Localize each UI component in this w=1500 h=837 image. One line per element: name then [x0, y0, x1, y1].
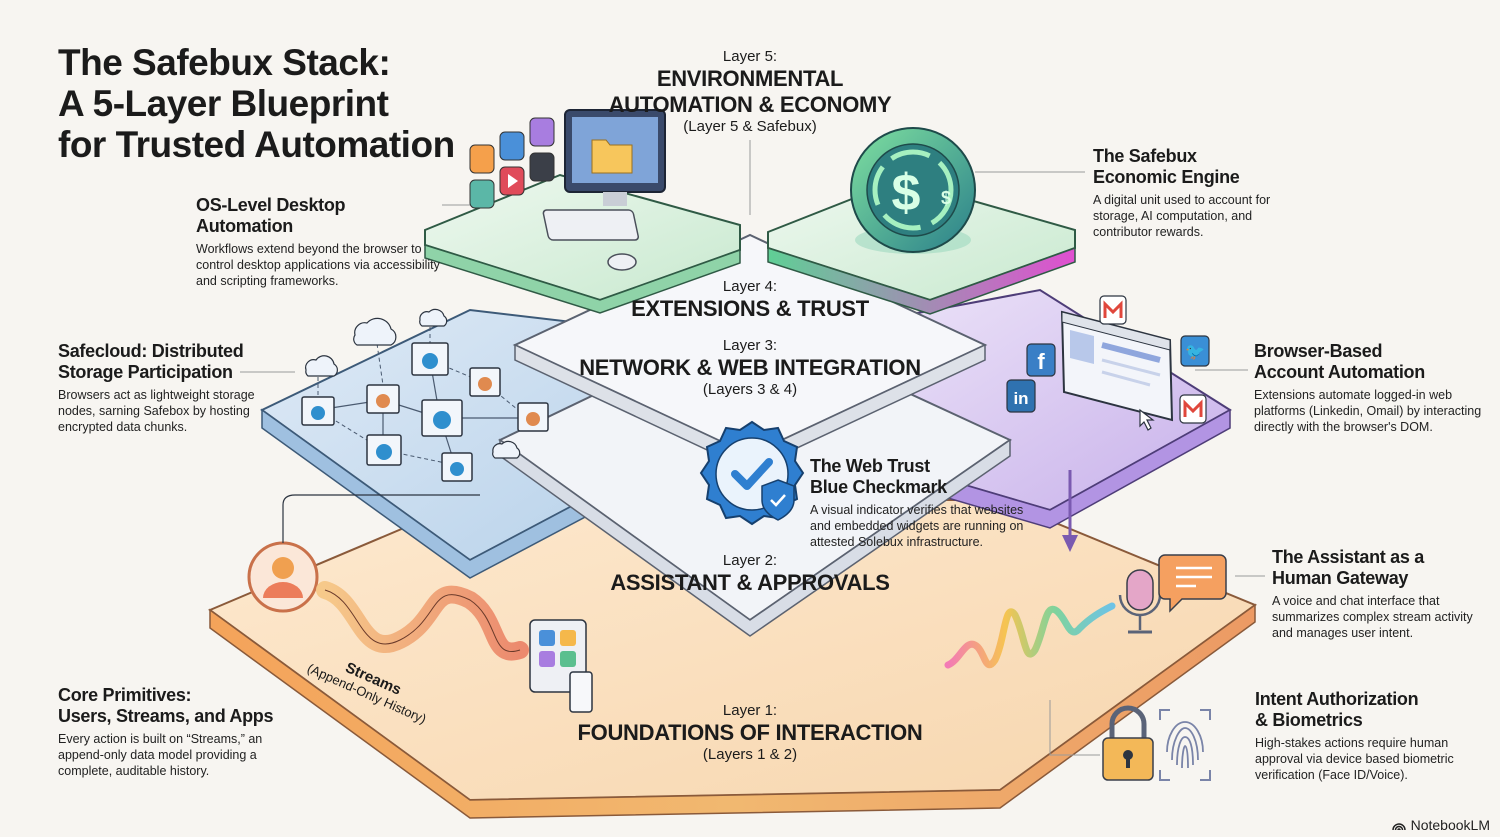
callout-heading-line2: Human Gateway — [1272, 568, 1409, 588]
storage-node-network — [301, 308, 549, 482]
layer1-number: Layer 1: — [722, 702, 778, 719]
safebux-coin-icon: $ $ — [850, 127, 976, 254]
callout-heading: OS-Level Desktop Automation — [196, 195, 346, 236]
fingerprint-icon — [1159, 709, 1211, 781]
callout-heading-line1: The Assistant as a — [1272, 547, 1424, 567]
layer4-name: EXTENSIONS & TRUST — [631, 296, 869, 321]
web-trust-checkmark-icon — [699, 420, 805, 526]
callout-heading-line1: Core Primitives: — [58, 685, 192, 705]
callout-body: Extensions automate logged-in web platfo… — [1254, 388, 1482, 434]
gmail-icon — [1099, 295, 1127, 325]
linkedin-icon: in — [1006, 379, 1036, 413]
twitter-icon: 🐦 — [1180, 335, 1210, 367]
layer3-subtitle: (Layers 3 & 4) — [702, 381, 798, 398]
svg-text:$: $ — [941, 188, 951, 208]
callout-body: Every action is built on “Streams,” an a… — [58, 732, 263, 778]
layer2-number: Layer 2: — [722, 552, 778, 569]
callout-intent-auth: Intent Authorization& Biometrics High-st… — [1255, 689, 1485, 783]
callout-heading-line2: Storage Participation — [58, 362, 233, 382]
callout-body: A digital unit used to account for stora… — [1093, 193, 1271, 239]
layer5-subtitle: (Layer 5 & Safebux) — [683, 118, 817, 135]
gmail-icon-2 — [1179, 394, 1207, 424]
layer5-platform-right — [767, 178, 1076, 315]
apps-device-icon — [529, 619, 593, 713]
callout-leader-lines — [240, 140, 1265, 756]
layer4-label: Layer 4: EXTENSIONS & TRUST — [631, 278, 869, 322]
callout-body: High-stakes actions require human approv… — [1255, 736, 1454, 782]
stream-ribbon-icon — [316, 581, 529, 661]
callout-body: Workflows extend beyond the browser to c… — [196, 242, 440, 288]
desktop-app-icons — [469, 117, 555, 209]
notebooklm-brand: NotebookLM — [1391, 817, 1490, 833]
svg-text:🐦: 🐦 — [1185, 342, 1205, 361]
callout-heading-line1: The Safebux — [1093, 146, 1197, 166]
callout-heading-line1: The Web Trust — [810, 456, 930, 476]
callout-core-primitives: Core Primitives:Users, Streams, and Apps… — [58, 685, 288, 779]
notebooklm-logo-icon — [1391, 823, 1406, 831]
microphone-icon — [1118, 569, 1162, 634]
callout-heading-line2: Blue Checkmark — [810, 477, 947, 497]
callout-body: A voice and chat interface that summariz… — [1272, 594, 1473, 640]
chat-bubble-icon — [1158, 554, 1227, 613]
layer2-name: ASSISTANT & APPROVALS — [610, 570, 890, 595]
user-avatar-icon — [247, 494, 480, 613]
page-title: The Safebux Stack: A 5-Layer Blueprint f… — [58, 42, 455, 165]
callout-heading-line2: Account Automation — [1254, 362, 1425, 382]
layer1-subtitle: (Layers 1 & 2) — [702, 746, 798, 763]
layer3-label: Layer 3: NETWORK & WEB INTEGRATION (Laye… — [579, 337, 921, 399]
title-line-1: The Safebux Stack: — [58, 42, 391, 83]
layer5-name-line2: AUTOMATION & ECONOMY — [608, 92, 892, 117]
svg-text:$: $ — [892, 164, 921, 222]
svg-text:in: in — [1013, 389, 1028, 408]
layer5-number: Layer 5: — [722, 48, 778, 65]
callout-heading-line1: Browser-Based — [1254, 341, 1383, 361]
callout-heading-line2: Users, Streams, and Apps — [58, 706, 274, 726]
callout-heading-line2: & Biometrics — [1255, 710, 1363, 730]
flow-arrow-head — [1062, 535, 1078, 552]
voice-waveform-icon — [944, 602, 1116, 669]
desktop-computer-icon — [542, 109, 666, 271]
facebook-icon: f — [1026, 343, 1056, 377]
callout-body: Browsers act as lightweight storage node… — [58, 388, 255, 434]
layer5-name-line1: ENVIRONMENTAL — [656, 66, 844, 91]
svg-text:f: f — [1037, 349, 1045, 374]
title-line-3: for Trusted Automation — [58, 124, 455, 165]
browser-window-icon — [1060, 310, 1174, 431]
callout-heading-line1: Intent Authorization — [1255, 689, 1419, 709]
callout-heading-line1: Safecloud: Distributed — [58, 341, 244, 361]
layer3-number: Layer 3: — [722, 337, 778, 354]
layer1-name: FOUNDATIONS OF INTERACTION — [577, 720, 923, 745]
callout-os-desktop: OS-Level Desktop Automation Workflows ex… — [196, 195, 446, 289]
layer5-label: Layer 5: ENVIRONMENTAL AUTOMATION & ECON… — [609, 48, 892, 136]
layer4-number: Layer 4: — [722, 278, 778, 295]
padlock-icon — [1102, 705, 1154, 781]
layer1-label: Layer 1: FOUNDATIONS OF INTERACTION (Lay… — [578, 702, 923, 764]
callout-heading-line2: Economic Engine — [1093, 167, 1240, 187]
brand-name: NotebookLM — [1410, 817, 1490, 833]
callout-body: A visual indicator verifies that website… — [810, 503, 1024, 549]
layer2-label: Layer 2: ASSISTANT & APPROVALS — [610, 552, 890, 596]
title-line-2: A 5-Layer Blueprint — [58, 83, 389, 124]
layer3-name: NETWORK & WEB INTEGRATION — [579, 355, 921, 380]
